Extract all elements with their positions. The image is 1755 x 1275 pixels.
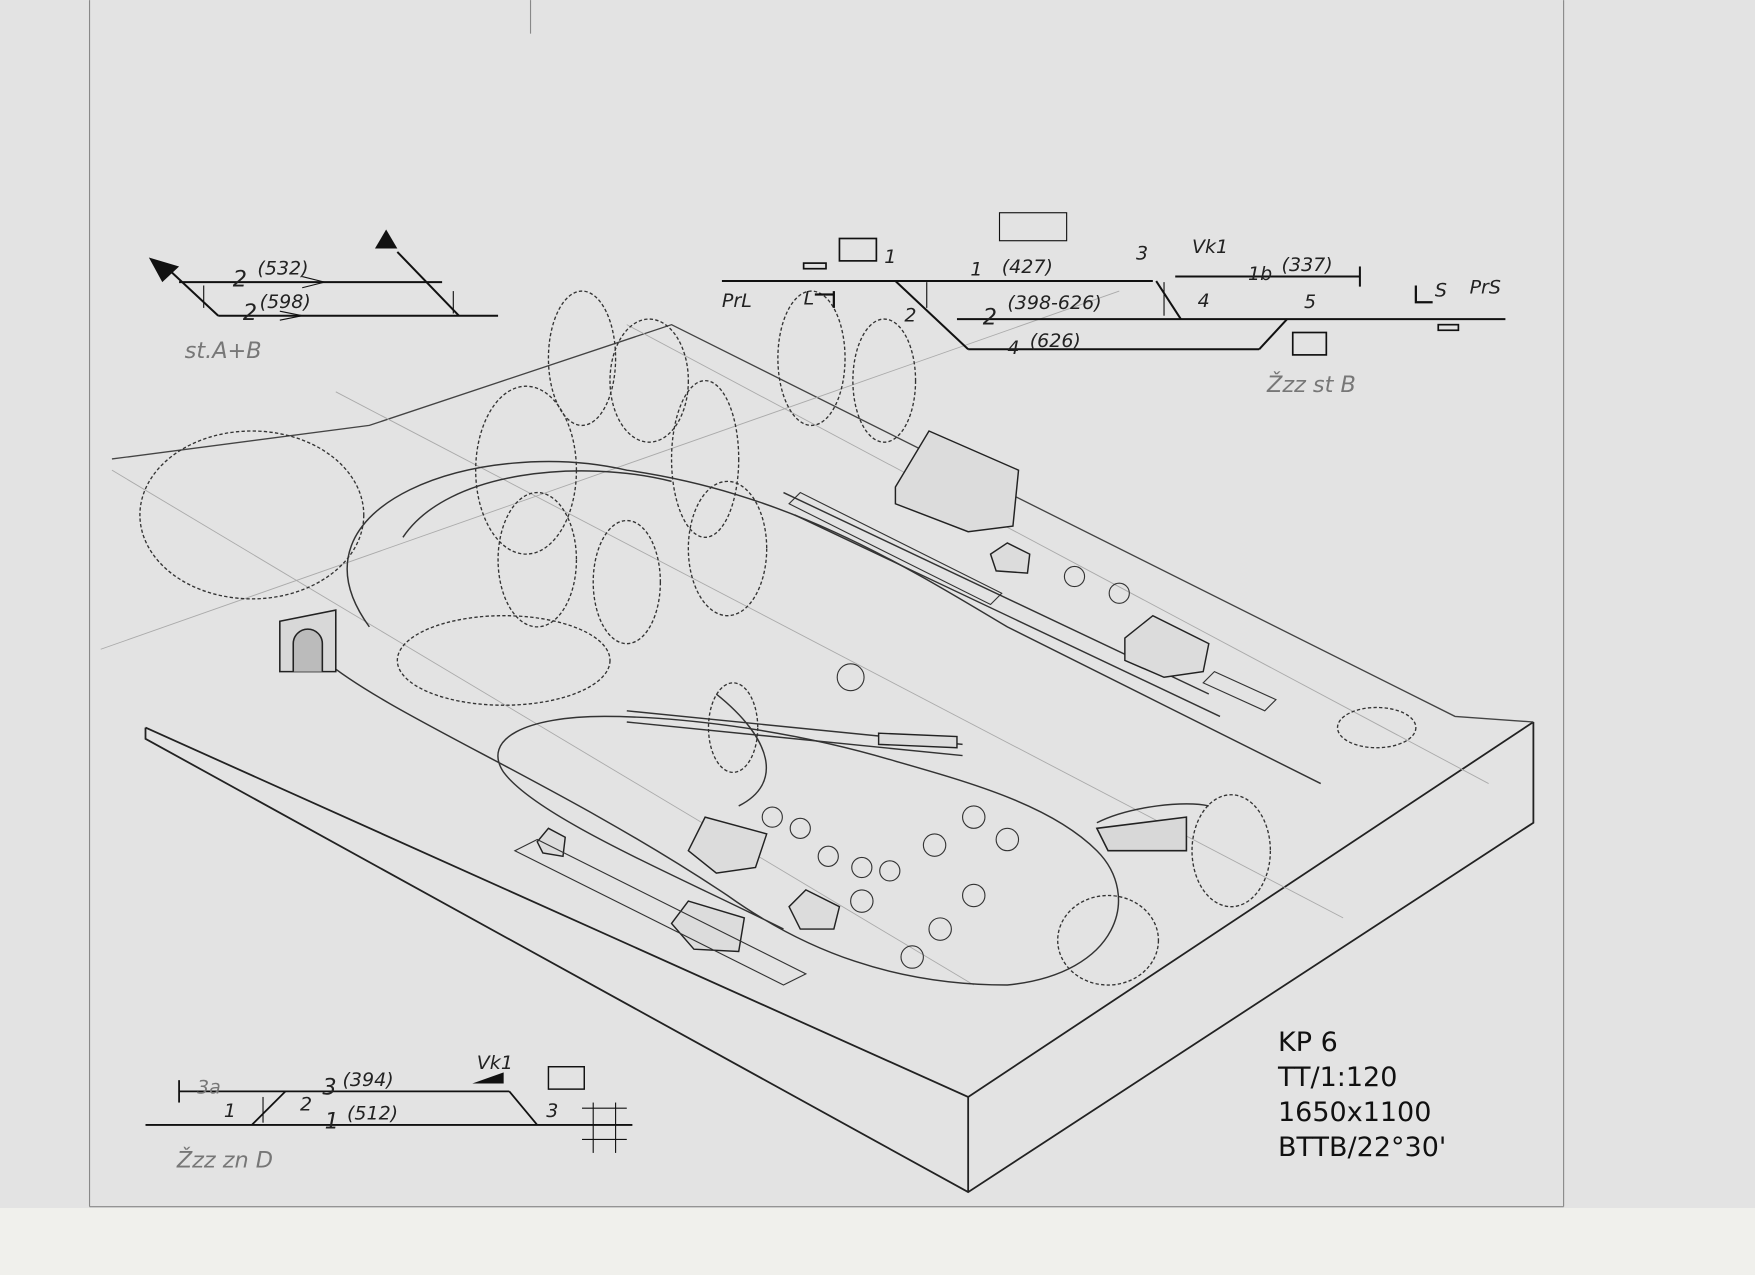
tunnel-portal [279, 609, 1188, 852]
switch-number: 1 [224, 1100, 236, 1122]
layout-code: KP 6 [1278, 1027, 1338, 1058]
switch-number: 2 [300, 1093, 312, 1115]
switch-number: 3 [1136, 243, 1148, 265]
small-trees [761, 565, 1130, 969]
track-length: (398-626) [1007, 292, 1101, 314]
track-length: (626) [1030, 330, 1081, 352]
signal-triangle-icon [472, 1072, 504, 1084]
schematic-stop-d [145, 1066, 633, 1153]
signal-label: Vk1 [477, 1052, 513, 1074]
forest [139, 290, 1417, 986]
switch-number: 1 [884, 246, 896, 268]
track-number: 2 [983, 305, 997, 331]
track-length: (337) [1282, 254, 1333, 276]
track-number: 2 [243, 300, 257, 326]
signal-label: PrS [1470, 276, 1501, 298]
scan-margin [0, 1208, 1755, 1275]
signal-label: PrL [722, 290, 752, 312]
switch-number: 5 [1304, 291, 1316, 313]
layout-info-block: KP 6 TT/1:120 1650x1100 BTTB/22°30' [1278, 1025, 1446, 1165]
schematic-station-b [721, 212, 1506, 356]
signal-label: S [1435, 280, 1447, 302]
track-number: 3 [322, 1075, 336, 1101]
track-length: (598) [260, 291, 311, 313]
track-length: (394) [342, 1069, 393, 1091]
layout-track-system: BTTB/22°30' [1278, 1132, 1447, 1163]
track-number: 4 [1007, 337, 1019, 359]
signal-label: Vk1 [1192, 236, 1228, 258]
layout-dimensions: 1650x1100 [1278, 1097, 1432, 1128]
station-label: Žzz st B [1266, 370, 1356, 398]
track-number: 1b [1248, 263, 1272, 285]
track-number: 3a [197, 1077, 221, 1099]
signal-triangle-icon [148, 257, 180, 283]
track-plan [324, 460, 1322, 986]
signal-label: L [804, 288, 815, 310]
switch-number: 2 [904, 304, 916, 326]
track-length: (532) [257, 257, 308, 279]
station-buildings [536, 430, 1210, 953]
signal-triangle-icon [374, 229, 398, 249]
track-number: 1 [325, 1108, 339, 1134]
track-length: (512) [347, 1102, 398, 1124]
schematic-station-ab [167, 251, 499, 321]
baseboard [111, 323, 1535, 1194]
station-label: Žzz zn D [176, 1145, 273, 1173]
layout-scale: TT/1:120 [1278, 1062, 1398, 1093]
switch-number: 3 [546, 1100, 558, 1122]
platforms [513, 491, 1277, 986]
track-number: 1 [970, 258, 982, 280]
station-label: st.A+B [185, 338, 262, 364]
track-number: 2 [233, 267, 247, 293]
track-length: (427) [1002, 256, 1053, 278]
sheet-frame [88, 0, 1565, 1208]
switch-number: 4 [1198, 290, 1210, 312]
